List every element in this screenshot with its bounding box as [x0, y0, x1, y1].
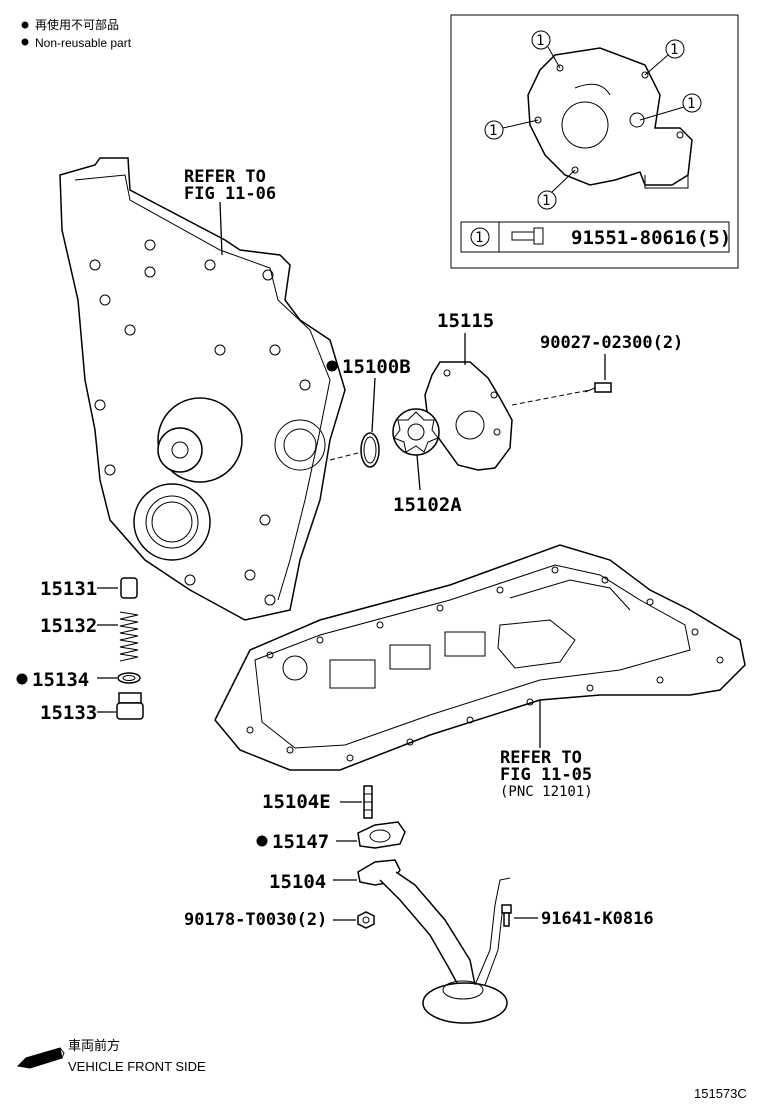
leader-15102a	[416, 454, 421, 491]
crankshaft-seal-housing	[133, 483, 211, 561]
vehicle-front-jp: 車両前方	[68, 1038, 120, 1053]
label-90178-t0030: 90178-T0030(2)	[184, 910, 327, 930]
label-15115: 15115	[437, 310, 494, 332]
nonreusable-dot-icon	[326, 360, 338, 372]
refer-fig-1105-line3: (PNC 12101)	[500, 784, 593, 800]
relief-valve-15131	[120, 577, 138, 599]
oil-pump-rotor-15102a	[392, 408, 440, 456]
label-90027-02300: 90027-02300(2)	[540, 333, 683, 353]
label-15102a: 15102A	[393, 494, 462, 516]
legend-dot-icon	[21, 21, 29, 29]
bolt-90027-icon	[584, 382, 612, 393]
label-15134: 15134	[32, 669, 89, 691]
gasket-15147	[357, 821, 406, 849]
label-15104: 15104	[269, 871, 326, 893]
label-15147: 15147	[272, 831, 329, 853]
stud-15104e	[363, 785, 373, 819]
relief-valve-group	[116, 577, 144, 720]
oil-pan	[214, 544, 746, 771]
nonreusable-dot-icon	[256, 835, 268, 847]
cover-bolt-holes	[89, 239, 311, 606]
svg-text:1: 1	[670, 42, 678, 58]
inset-frame	[450, 14, 739, 269]
svg-text:1: 1	[687, 96, 695, 112]
bolt-icon	[511, 227, 544, 245]
inset-cover-hole	[629, 112, 645, 128]
inset-callouts: 1 1 1 1 1	[484, 30, 702, 210]
inset-bolt-table	[460, 221, 730, 253]
oil-pump-cover-15115	[424, 361, 513, 471]
label-15104e: 15104E	[262, 791, 331, 813]
svg-text:1: 1	[536, 33, 544, 49]
nonreusable-dot-icon	[16, 673, 28, 685]
inset-row-callout	[470, 227, 490, 247]
refer-fig-1106-line2: FIG 11-06	[184, 184, 276, 204]
inset-box: 1 1 1 1 1 1 91551-80616(5)	[450, 14, 739, 269]
inset-cover-bore	[561, 101, 609, 149]
oil-strainer-15104	[357, 859, 511, 1024]
inset-row-part-number: 91551-80616(5)	[571, 227, 731, 249]
svg-text:1: 1	[489, 123, 497, 139]
spring-15132	[119, 611, 139, 662]
legend-nonreusable-jp: 再使用不可部品	[35, 17, 119, 32]
label-91641-k0816: 91641-K0816	[541, 909, 654, 929]
inset-pump-cover	[527, 47, 693, 186]
vehicle-front-en: VEHICLE FRONT SIDE	[68, 1059, 206, 1074]
legend-nonreusable-en: Non-reusable part	[35, 36, 132, 50]
label-15132: 15132	[40, 615, 97, 637]
oil-pan-outline	[214, 544, 746, 771]
vehicle-front-arrow-icon	[16, 1047, 65, 1069]
label-15133: 15133	[40, 702, 97, 724]
refer-fig-1105-line1: REFER TO	[500, 748, 582, 768]
legend: 再使用不可部品 Non-reusable part	[21, 17, 132, 50]
label-15131: 15131	[40, 578, 97, 600]
water-pump-hub	[157, 427, 203, 473]
bolt-91641-icon	[501, 904, 512, 927]
nut-90178-icon	[357, 911, 375, 929]
gasket-15134	[117, 672, 141, 684]
plug-15133	[116, 692, 144, 720]
leader-fig-1106	[219, 201, 223, 256]
refer-fig-1106-line1: REFER TO	[184, 167, 266, 187]
timing-chain-cover	[59, 157, 346, 621]
inset-cover-slot	[574, 83, 611, 96]
inset-row-callout-text: 1	[475, 230, 483, 246]
oil-pan-bolt-holes	[246, 566, 724, 762]
figure-number: 151573C	[694, 1086, 747, 1101]
refer-fig-1105-line2: FIG 11-05	[500, 765, 592, 785]
label-15100b: 15100B	[342, 356, 411, 378]
leader-15100b	[371, 377, 376, 433]
legend-dot-icon	[21, 38, 29, 46]
svg-text:1: 1	[542, 193, 550, 209]
cover-outline	[59, 157, 346, 621]
